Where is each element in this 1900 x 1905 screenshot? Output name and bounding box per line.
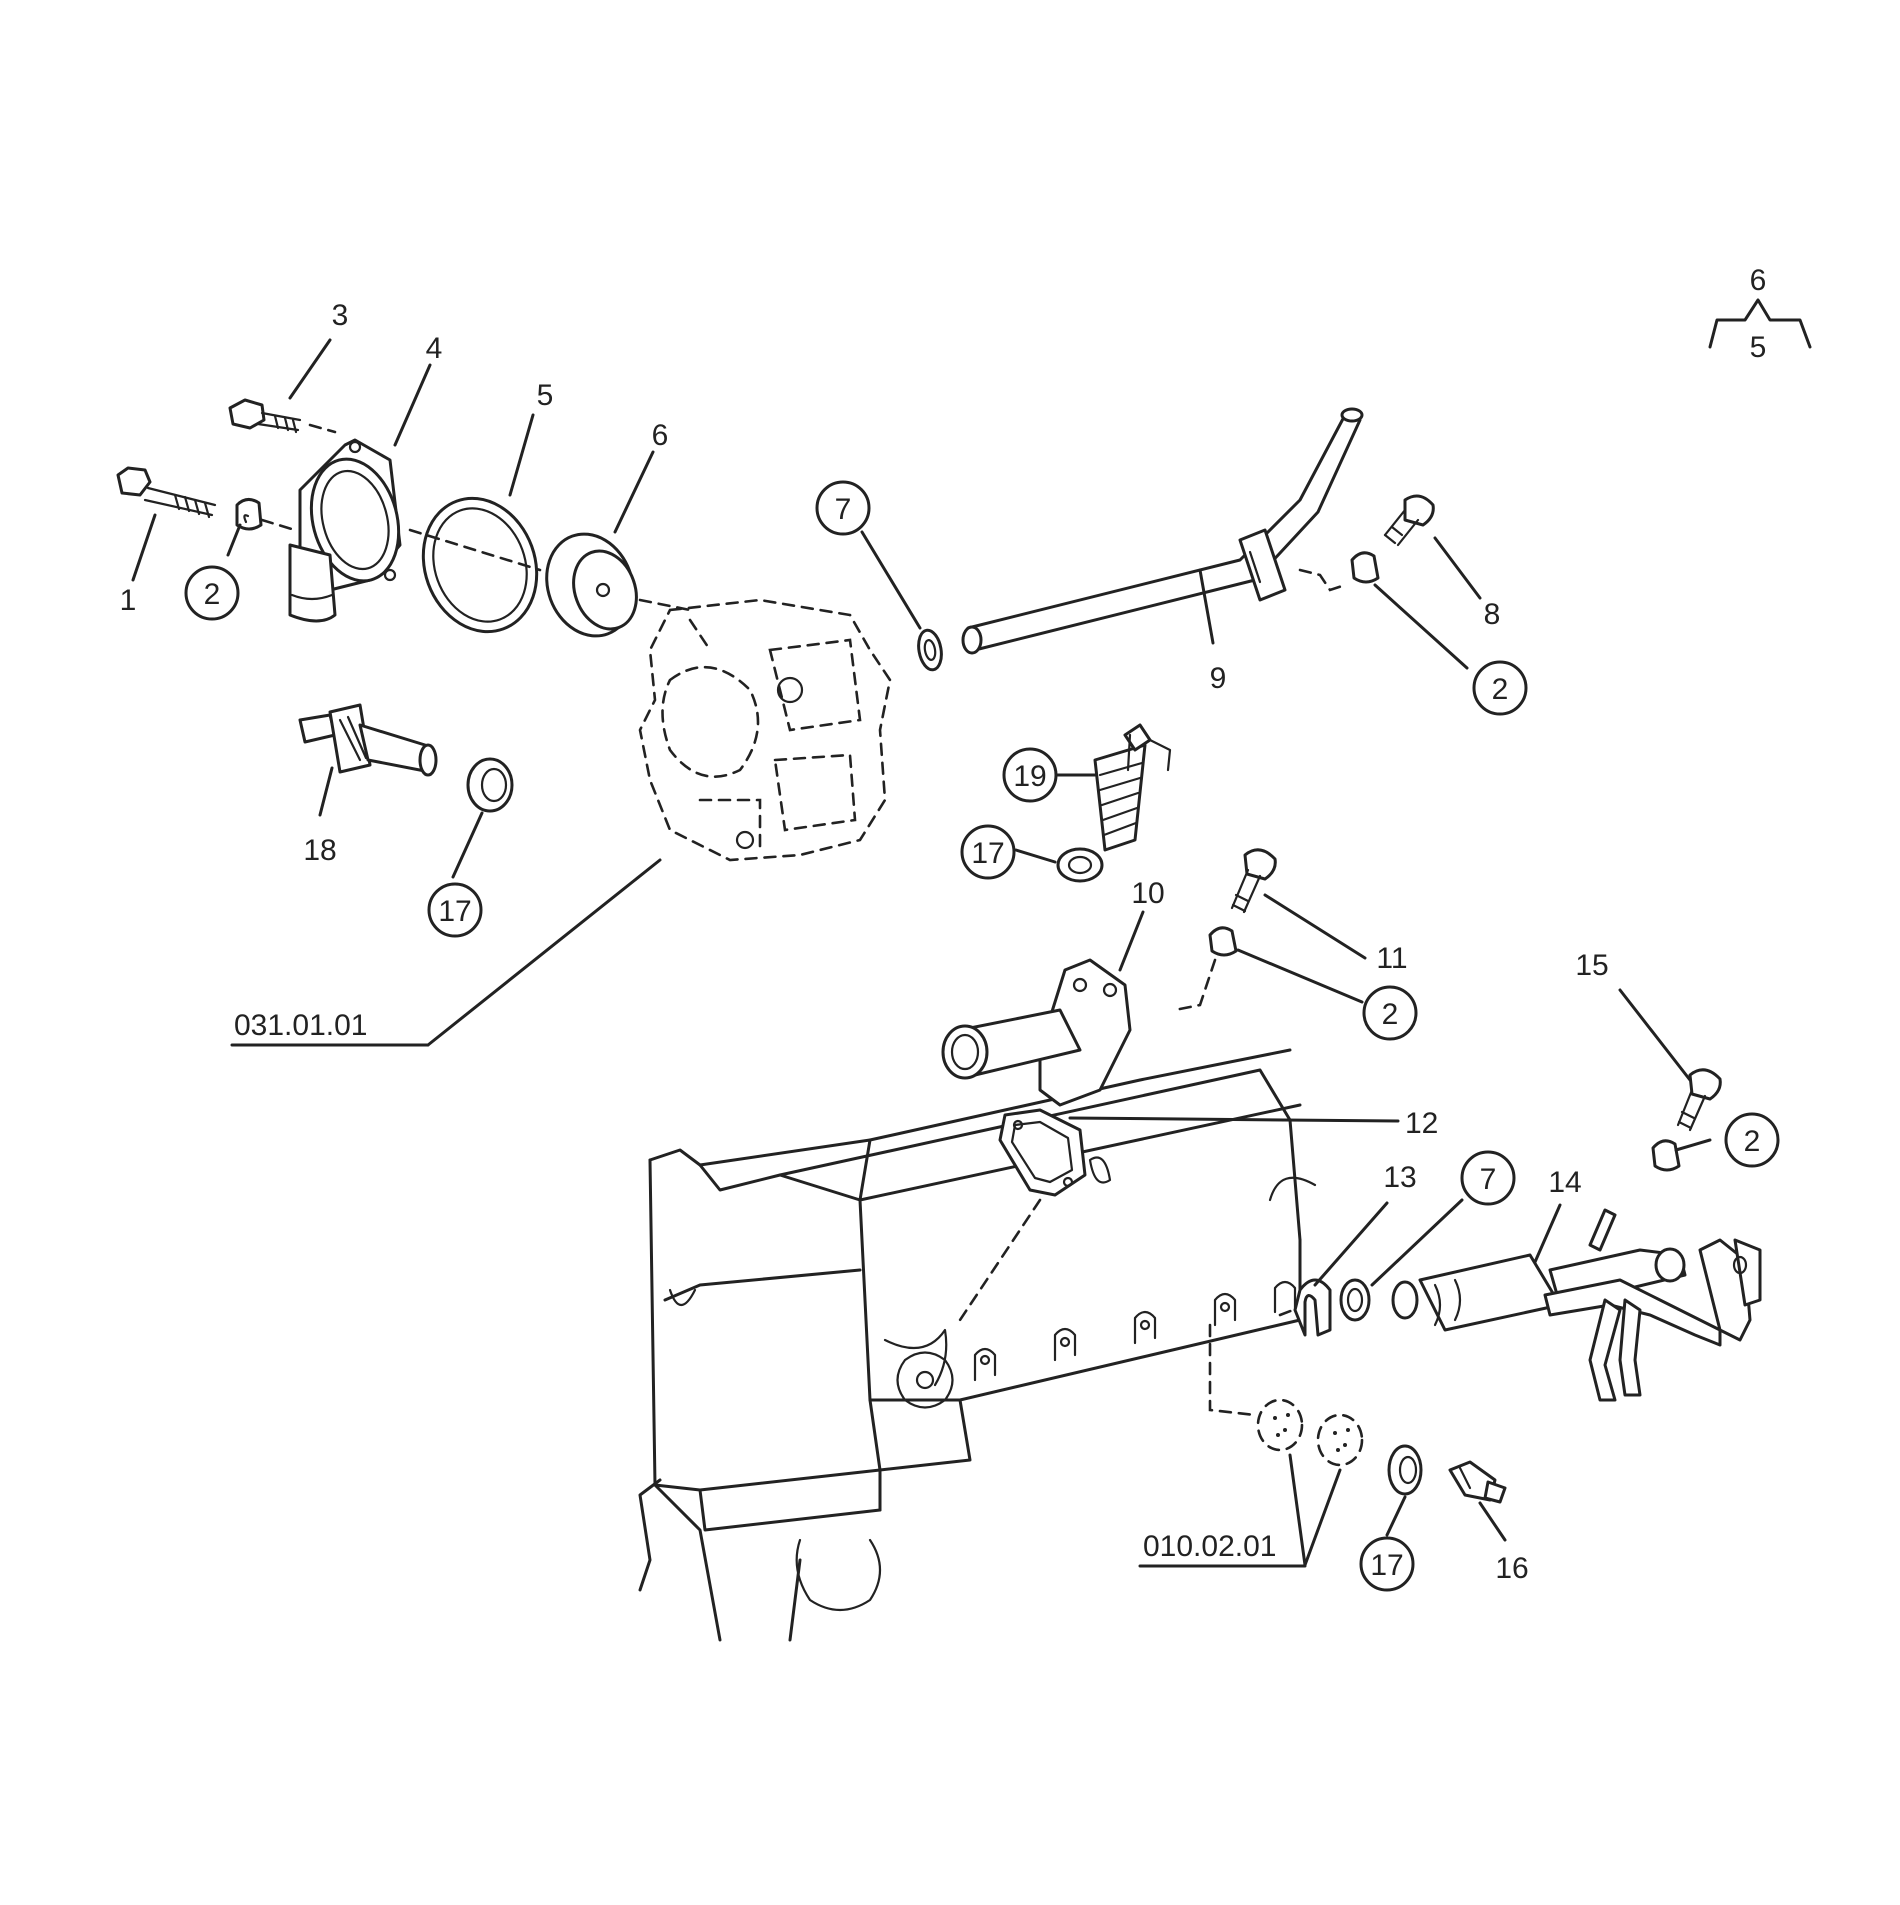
legend-lower-label: 5 bbox=[1750, 331, 1767, 364]
leader-dash-1 bbox=[260, 518, 297, 532]
part-16-sensor-illustration bbox=[1448, 1460, 1507, 1504]
callout-label-12: 12 bbox=[1405, 1107, 1438, 1140]
part-18-sensor-illustration bbox=[298, 703, 438, 777]
part-6-thermostat-illustration bbox=[545, 532, 638, 638]
leader-dash-9 bbox=[1298, 568, 1347, 592]
callout-label-7a: 7 bbox=[835, 493, 852, 526]
part-10-water-outlet-illustration bbox=[941, 958, 1132, 1107]
part-2-washer-illustration bbox=[235, 498, 263, 531]
core-plug-b-illustration bbox=[1316, 1413, 1364, 1467]
callout-label-2c: 2 bbox=[1382, 998, 1399, 1031]
part-4-thermostat-housing-illustration bbox=[288, 438, 402, 623]
part-8-bolt-illustration bbox=[1383, 494, 1435, 547]
part-14-pipe-assembly-illustration bbox=[1391, 1208, 1762, 1402]
callout-label-18: 18 bbox=[303, 834, 336, 867]
callout-label-4: 4 bbox=[426, 332, 443, 365]
leader-dash-3 bbox=[308, 423, 337, 434]
callout-label-9: 9 bbox=[1210, 662, 1227, 695]
callout-label-14: 14 bbox=[1548, 1166, 1581, 1199]
leader-dash-gasket bbox=[958, 1198, 1042, 1322]
reference-label-010: 010.02.01 bbox=[1143, 1530, 1276, 1563]
part-5-o-ring-illustration bbox=[421, 496, 539, 634]
part-2-washer-d-illustration bbox=[1651, 1139, 1681, 1172]
part-2-washer-b-illustration bbox=[1350, 551, 1380, 584]
part-7-washer-illustration bbox=[917, 628, 943, 672]
part-12-gasket-illustration bbox=[998, 1108, 1087, 1197]
callout-label-17b: 17 bbox=[971, 837, 1004, 870]
callout-label-2b: 2 bbox=[1492, 673, 1509, 706]
part-17-washer-c-illustration bbox=[1387, 1444, 1423, 1496]
callout-label-8: 8 bbox=[1484, 598, 1501, 631]
part-13-clip-illustration bbox=[1293, 1278, 1332, 1337]
part-1-bolt-illustration bbox=[116, 466, 217, 519]
part-15-bolt-illustration bbox=[1676, 1068, 1722, 1132]
leader-dash-13 bbox=[1278, 1308, 1295, 1317]
callout-label-2d: 2 bbox=[1744, 1125, 1761, 1158]
callout-label-13: 13 bbox=[1383, 1161, 1416, 1194]
part-3-bolt-illustration bbox=[228, 398, 302, 434]
axis-dash-thermostat bbox=[408, 528, 692, 612]
part-7-ring-b-illustration bbox=[1339, 1278, 1371, 1322]
reference-label-031: 031.01.01 bbox=[234, 1009, 367, 1042]
callout-label-17c: 17 bbox=[1370, 1549, 1403, 1582]
legend-bracket: 6 5 bbox=[1708, 264, 1812, 364]
callout-circles bbox=[184, 480, 1780, 1592]
callout-label-15: 15 bbox=[1575, 949, 1608, 982]
leader-dash-plugs bbox=[1208, 1323, 1257, 1417]
callout-label-6: 6 bbox=[652, 419, 669, 452]
callout-label-5: 5 bbox=[537, 379, 554, 412]
callout-label-3: 3 bbox=[332, 299, 349, 332]
callout-label-1: 1 bbox=[120, 584, 137, 617]
part-17-washer-b-illustration bbox=[1056, 847, 1104, 883]
part-19-sensor-illustration bbox=[1093, 723, 1172, 852]
part-2-washer-c-illustration bbox=[1208, 926, 1238, 957]
core-plug-a-illustration bbox=[1256, 1398, 1304, 1452]
part-9-pipe-illustration bbox=[961, 407, 1364, 655]
callout-label-19: 19 bbox=[1013, 760, 1046, 793]
callout-label-17a: 17 bbox=[438, 895, 471, 928]
callout-label-16: 16 bbox=[1495, 1552, 1528, 1585]
part-17-washer-illustration bbox=[466, 757, 514, 813]
timing-cover-dashed-illustration bbox=[638, 598, 892, 862]
callout-label-11: 11 bbox=[1376, 942, 1407, 975]
washer-hole-icon bbox=[243, 514, 250, 524]
leader-lines bbox=[131, 338, 1712, 1568]
leader-dash-11 bbox=[1173, 958, 1217, 1012]
legend-upper-label: 6 bbox=[1750, 264, 1767, 297]
part-11-bolt-illustration bbox=[1230, 848, 1277, 914]
callout-label-7b: 7 bbox=[1480, 1163, 1497, 1196]
callout-label-2a: 2 bbox=[204, 578, 221, 611]
callout-label-10: 10 bbox=[1131, 877, 1164, 910]
